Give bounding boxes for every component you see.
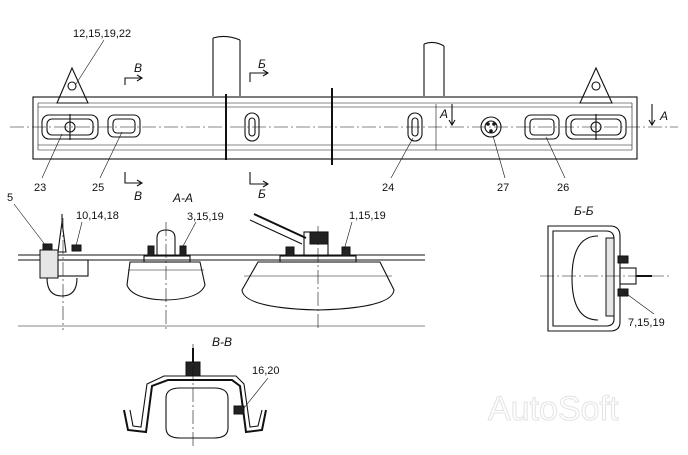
callout-16-20: 16,20	[252, 365, 280, 377]
section-vv-view	[123, 344, 269, 446]
section-mark-v-bottom: В	[134, 189, 142, 203]
right-reflector	[579, 66, 613, 104]
section-aa-view	[13, 203, 425, 330]
section-title-vv: В-В	[212, 335, 232, 349]
side-lamp-24	[407, 112, 423, 142]
plate-lamp-26	[524, 114, 560, 140]
section-mark-b-top: Б	[258, 57, 266, 71]
left-rear-lamp	[41, 114, 99, 140]
autosoft-watermark: AutoSoft	[488, 390, 619, 428]
section-mark-b-bottom: Б	[258, 187, 266, 201]
callout-1-15-19: 1,15,19	[349, 210, 386, 222]
left-reflector	[56, 66, 89, 104]
callout-7-15-19: 7,15,19	[628, 317, 665, 329]
section-title-bb: Б-Б	[574, 204, 594, 218]
callout-27: 27	[497, 182, 509, 194]
right-rear-lamp	[565, 114, 627, 140]
section-title-aa: А-А	[172, 191, 193, 205]
section-mark-a-left: А	[439, 107, 448, 121]
socket-27	[480, 116, 502, 138]
bumper-top-view	[10, 35, 678, 188]
callout-24: 24	[382, 182, 394, 194]
callout-26: 26	[557, 182, 569, 194]
callout-23: 23	[34, 182, 46, 194]
callout-25: 25	[92, 182, 104, 194]
callout-12-15-19-22: 12,15,19,22	[73, 28, 131, 40]
section-bb-view	[540, 225, 672, 332]
section-mark-v-top: В	[134, 61, 142, 75]
callout-3-15-19: 3,15,19	[187, 211, 224, 223]
plate-lamp-25	[107, 114, 141, 138]
callout-5: 5	[7, 192, 13, 204]
callout-10-14-18: 10,14,18	[76, 210, 119, 222]
section-mark-a-right: А	[659, 109, 668, 123]
